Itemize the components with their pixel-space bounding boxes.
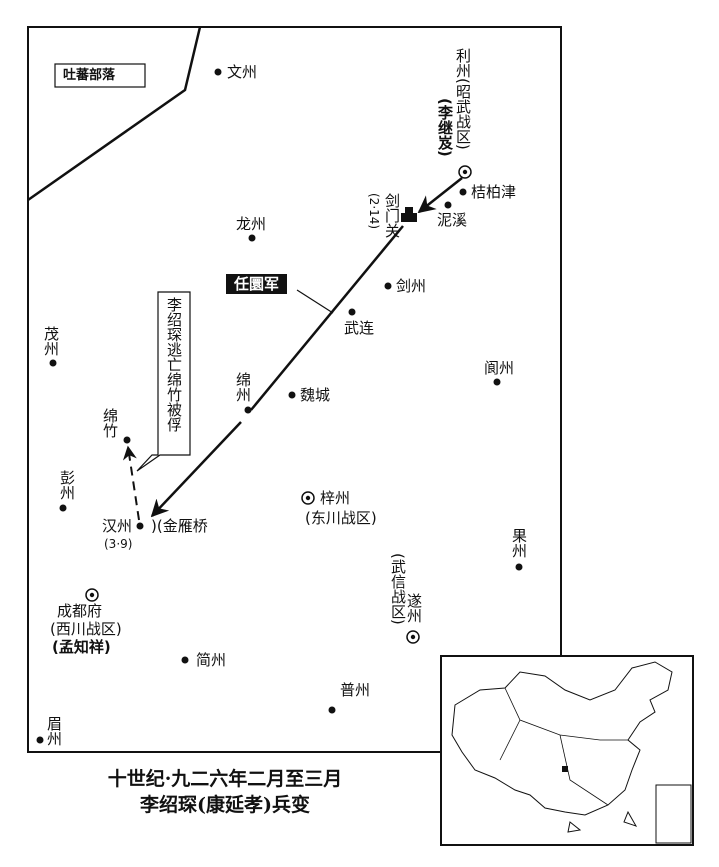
label-xichuan: (西川战区) [50, 620, 122, 638]
label-maozhou: 茂州 [42, 326, 60, 356]
place-dots [36, 68, 523, 744]
label-pengzhou: 彭州 [58, 470, 76, 500]
dot-puzhou [328, 706, 336, 714]
dot-wulian [348, 308, 356, 316]
border-line [27, 26, 202, 202]
label-wulian: 武连 [344, 319, 375, 337]
dot-mianzhou [244, 406, 252, 414]
route-line-jianmen-mianzhou [250, 225, 404, 411]
label-jinyanqiao: )(金雁桥 [151, 517, 208, 535]
label-mianzhu: 绵竹 [101, 408, 119, 438]
dot-weicheng [288, 391, 296, 399]
label-meizhou: 眉州 [45, 716, 63, 746]
map-frame [27, 26, 562, 753]
callout-text: 李绍琛逃亡绵竹被俘 [165, 297, 183, 432]
label-li-jiji: (李继岌) [436, 98, 454, 157]
tribe-box-label: 吐蕃部落 [63, 68, 116, 83]
dot-langzhou [493, 378, 501, 386]
label-wenzhou: 文州 [227, 63, 258, 81]
dot-jianzhou2 [181, 656, 189, 664]
label-weicheng: 魏城 [300, 386, 331, 404]
dot-meizhou [36, 736, 44, 744]
dot-mianzhu [123, 436, 131, 444]
dot-nixi [444, 201, 452, 209]
dot-wenzhou [214, 68, 222, 76]
label-lizhou: 利州(昭武战区) [454, 48, 472, 150]
label-longzhou: 龙州 [236, 215, 267, 233]
label-puzhou: 普州 [340, 681, 371, 699]
label-jianzhou: 剑州 [396, 277, 427, 295]
dot-pengzhou [59, 504, 67, 512]
label-hanzhou: 汉州 [102, 517, 133, 535]
dot-maozhou [49, 359, 57, 367]
map-title-line2: 李绍琛(康延孝)兵变 [140, 794, 310, 816]
dot-guozhou [515, 563, 523, 571]
escape-route-dashed [122, 445, 140, 521]
label-nixi: 泥溪 [437, 211, 468, 229]
route-arrow-mianzhou-hanzhou [150, 421, 242, 518]
label-chengdu: 成都府 [57, 602, 103, 620]
label-meng-zhixiang: (孟知祥) [52, 638, 111, 656]
dot-hanzhou [136, 522, 144, 530]
fort-icon [401, 207, 417, 222]
dot-jianzhou [384, 282, 392, 290]
label-wuxin: (武信战区) [389, 553, 407, 625]
label-hanzhou-date: (3·9) [104, 537, 133, 551]
label-suizhou: 遂州 [405, 593, 423, 623]
inset-china-outline [451, 661, 673, 816]
label-jianzhou2: 简州 [196, 651, 227, 669]
capital-markers [85, 165, 472, 644]
inset-highlight [562, 766, 568, 772]
inset-south-sea-box [655, 784, 692, 844]
dot-longzhou [248, 234, 256, 242]
label-guozhou: 果州 [510, 528, 528, 558]
tribe-box-frame [54, 63, 146, 88]
army-leader-line [296, 289, 334, 314]
inset-islands [567, 810, 638, 833]
label-jiebaijin: 桔柏津 [471, 183, 517, 201]
army-label: 任圜军 [226, 274, 288, 294]
map-title-line1: 十世纪·九二六年二月至三月 [107, 768, 343, 790]
label-langzhou: 阆州 [484, 359, 515, 377]
label-dongchuan: (东川战区) [305, 509, 377, 527]
label-zizhou: 梓州 [320, 489, 351, 507]
inset-internal-borders [499, 687, 628, 806]
label-jianmenguan: 剑门关 [383, 193, 401, 238]
dot-jiebaijin [459, 188, 467, 196]
route-arrow-lizhou-jianmen [417, 177, 463, 214]
label-jianmen-date: (2·14) [367, 193, 381, 230]
callout-frame [136, 291, 191, 472]
label-mianzhou: 绵州 [234, 372, 252, 402]
